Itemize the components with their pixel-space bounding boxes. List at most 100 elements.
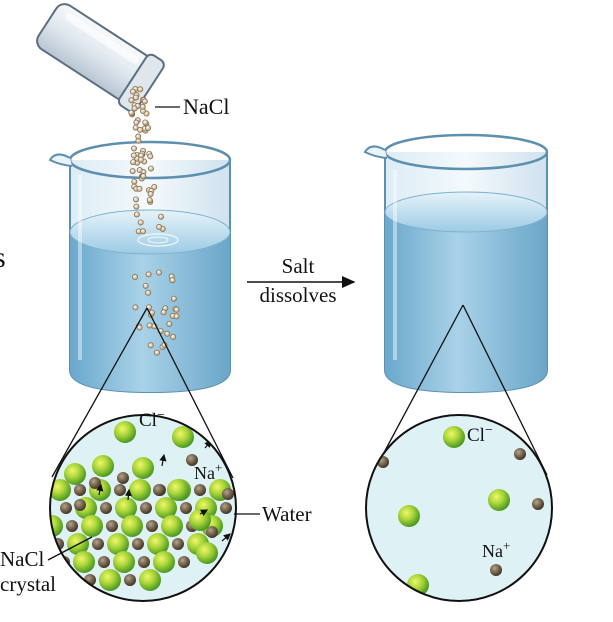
salt-grain <box>140 228 147 235</box>
sodium-ion <box>514 448 526 460</box>
ion-motion-arrow <box>221 533 231 542</box>
chloride-ion <box>132 457 154 479</box>
chloride-ion <box>114 421 136 443</box>
sodium-ion <box>180 502 192 514</box>
chloride-ion <box>167 479 189 501</box>
salt-grain <box>133 119 140 126</box>
chloride-ion <box>121 515 143 537</box>
crystal-leader-line <box>47 536 93 561</box>
salt-grain <box>147 191 154 198</box>
salt-grain <box>128 97 135 104</box>
chloride-ion <box>64 463 86 485</box>
salt-grain <box>135 133 142 140</box>
chloride-ion <box>155 497 177 519</box>
salt-shaker <box>36 3 165 113</box>
chloride-ion <box>92 455 114 477</box>
salt-grain <box>156 269 163 276</box>
chloride-ion <box>488 489 510 511</box>
crystal-label-line2: crystal <box>0 572 56 596</box>
sodium-ion <box>124 574 136 586</box>
sodium-ion <box>138 556 150 568</box>
chloride-ion <box>139 569 161 591</box>
sodium-ion <box>98 556 110 568</box>
salt-grain <box>132 304 139 311</box>
chloride-ion <box>398 505 420 527</box>
nacl-label: NaCl <box>183 94 229 119</box>
salt-grain <box>141 98 148 105</box>
chloride-ion <box>50 479 71 501</box>
salt-grain <box>147 342 154 349</box>
salt-grain <box>147 165 154 172</box>
left-zoom-line-right <box>146 307 234 479</box>
left-water-surface <box>69 209 231 255</box>
right-water-surface <box>384 191 548 233</box>
salt-grain <box>136 185 143 192</box>
sodium-ion <box>92 538 104 550</box>
ion-motion-arrow <box>96 483 104 496</box>
left-zoom-line-left <box>51 307 148 478</box>
chloride-ion <box>113 551 135 573</box>
salt-grain <box>145 125 152 132</box>
falling-salt-grains <box>128 86 180 356</box>
salt-grain <box>151 184 158 191</box>
sodium-ion <box>220 502 232 514</box>
left-beaker-spout <box>48 153 73 167</box>
water-label: Water <box>262 502 312 526</box>
sodium-ion <box>106 520 118 532</box>
arrow-label-dissolves: dissolves <box>259 283 336 307</box>
salt-grain <box>133 211 140 218</box>
right-water-body <box>385 212 547 392</box>
salt-grain <box>153 349 160 356</box>
salt-grain <box>130 152 137 159</box>
right-zoom-line-left <box>371 304 464 476</box>
salt-grain <box>132 274 139 281</box>
sodium-ion <box>74 484 86 496</box>
sodium-ion <box>490 564 502 576</box>
salt-grain <box>136 167 143 174</box>
sodium-ion <box>140 502 152 514</box>
salt-grain <box>145 289 152 296</box>
salt-grain <box>131 105 138 112</box>
salt-grain <box>146 197 153 204</box>
salt-grain <box>160 309 167 316</box>
sodium-ion <box>186 454 198 466</box>
left-chloride-label: Cl− <box>139 408 165 431</box>
salt-grain <box>169 277 176 284</box>
salt-grain <box>142 282 149 289</box>
chloride-ion <box>59 569 81 591</box>
sodium-ion <box>194 484 206 496</box>
sodium-ion <box>178 556 190 568</box>
left-beaker <box>48 140 232 394</box>
salt-grain <box>170 333 177 340</box>
sodium-ion <box>132 538 144 550</box>
sodium-ion <box>66 520 78 532</box>
sodium-ion <box>206 526 218 538</box>
chloride-ion <box>196 542 218 564</box>
sodium-ion <box>74 499 86 511</box>
chloride-ion <box>172 426 194 448</box>
salt-grain <box>145 271 152 278</box>
cut-off-glyph: s <box>0 241 6 274</box>
sodium-ion <box>222 488 234 500</box>
right-beaker-spout <box>363 145 388 159</box>
salt-grain <box>136 324 143 331</box>
sodium-ion <box>114 484 126 496</box>
salt-grain <box>166 320 173 327</box>
chloride-ion <box>161 515 183 537</box>
salt-grain <box>170 295 177 302</box>
salt-grain <box>128 109 135 116</box>
sodium-ion <box>532 498 544 510</box>
left-zoom-circle <box>49 414 237 602</box>
chloride-ion <box>407 574 429 596</box>
salt-grain <box>137 219 144 226</box>
sodium-ion <box>153 484 165 496</box>
right-beaker <box>363 133 549 394</box>
salt-grain <box>140 173 147 180</box>
arrow-label-salt: Salt <box>282 254 315 278</box>
salt-grain <box>129 168 136 175</box>
right-zoom-circle <box>365 414 553 602</box>
chloride-ion <box>73 551 95 573</box>
right-chloride-label: Cl− <box>467 423 493 446</box>
